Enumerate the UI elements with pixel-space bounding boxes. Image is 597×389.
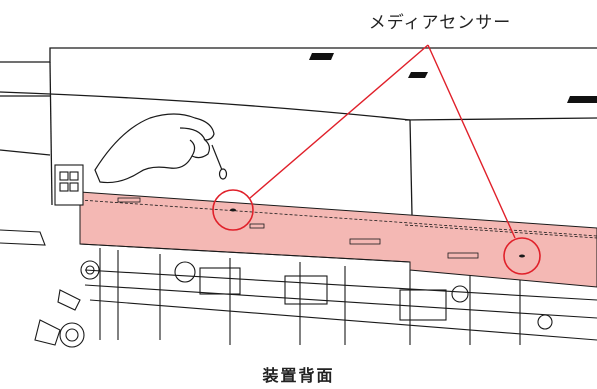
figure-caption: 装置背面	[262, 366, 335, 385]
top-vents	[309, 53, 597, 103]
callout-lines	[249, 44, 516, 239]
lower-frame	[79, 243, 597, 345]
cotton-swab-icon	[211, 144, 228, 180]
left-side-mechanism	[0, 164, 100, 348]
media-path-highlight	[79, 191, 597, 288]
media-sensor-marker	[503, 237, 541, 275]
hand-icon	[94, 113, 215, 184]
upper-housing	[0, 47, 597, 216]
media-sensor-marker	[212, 189, 254, 231]
media-sensor-label: メディアセンサー	[368, 13, 512, 33]
sensor-points	[230, 208, 525, 258]
